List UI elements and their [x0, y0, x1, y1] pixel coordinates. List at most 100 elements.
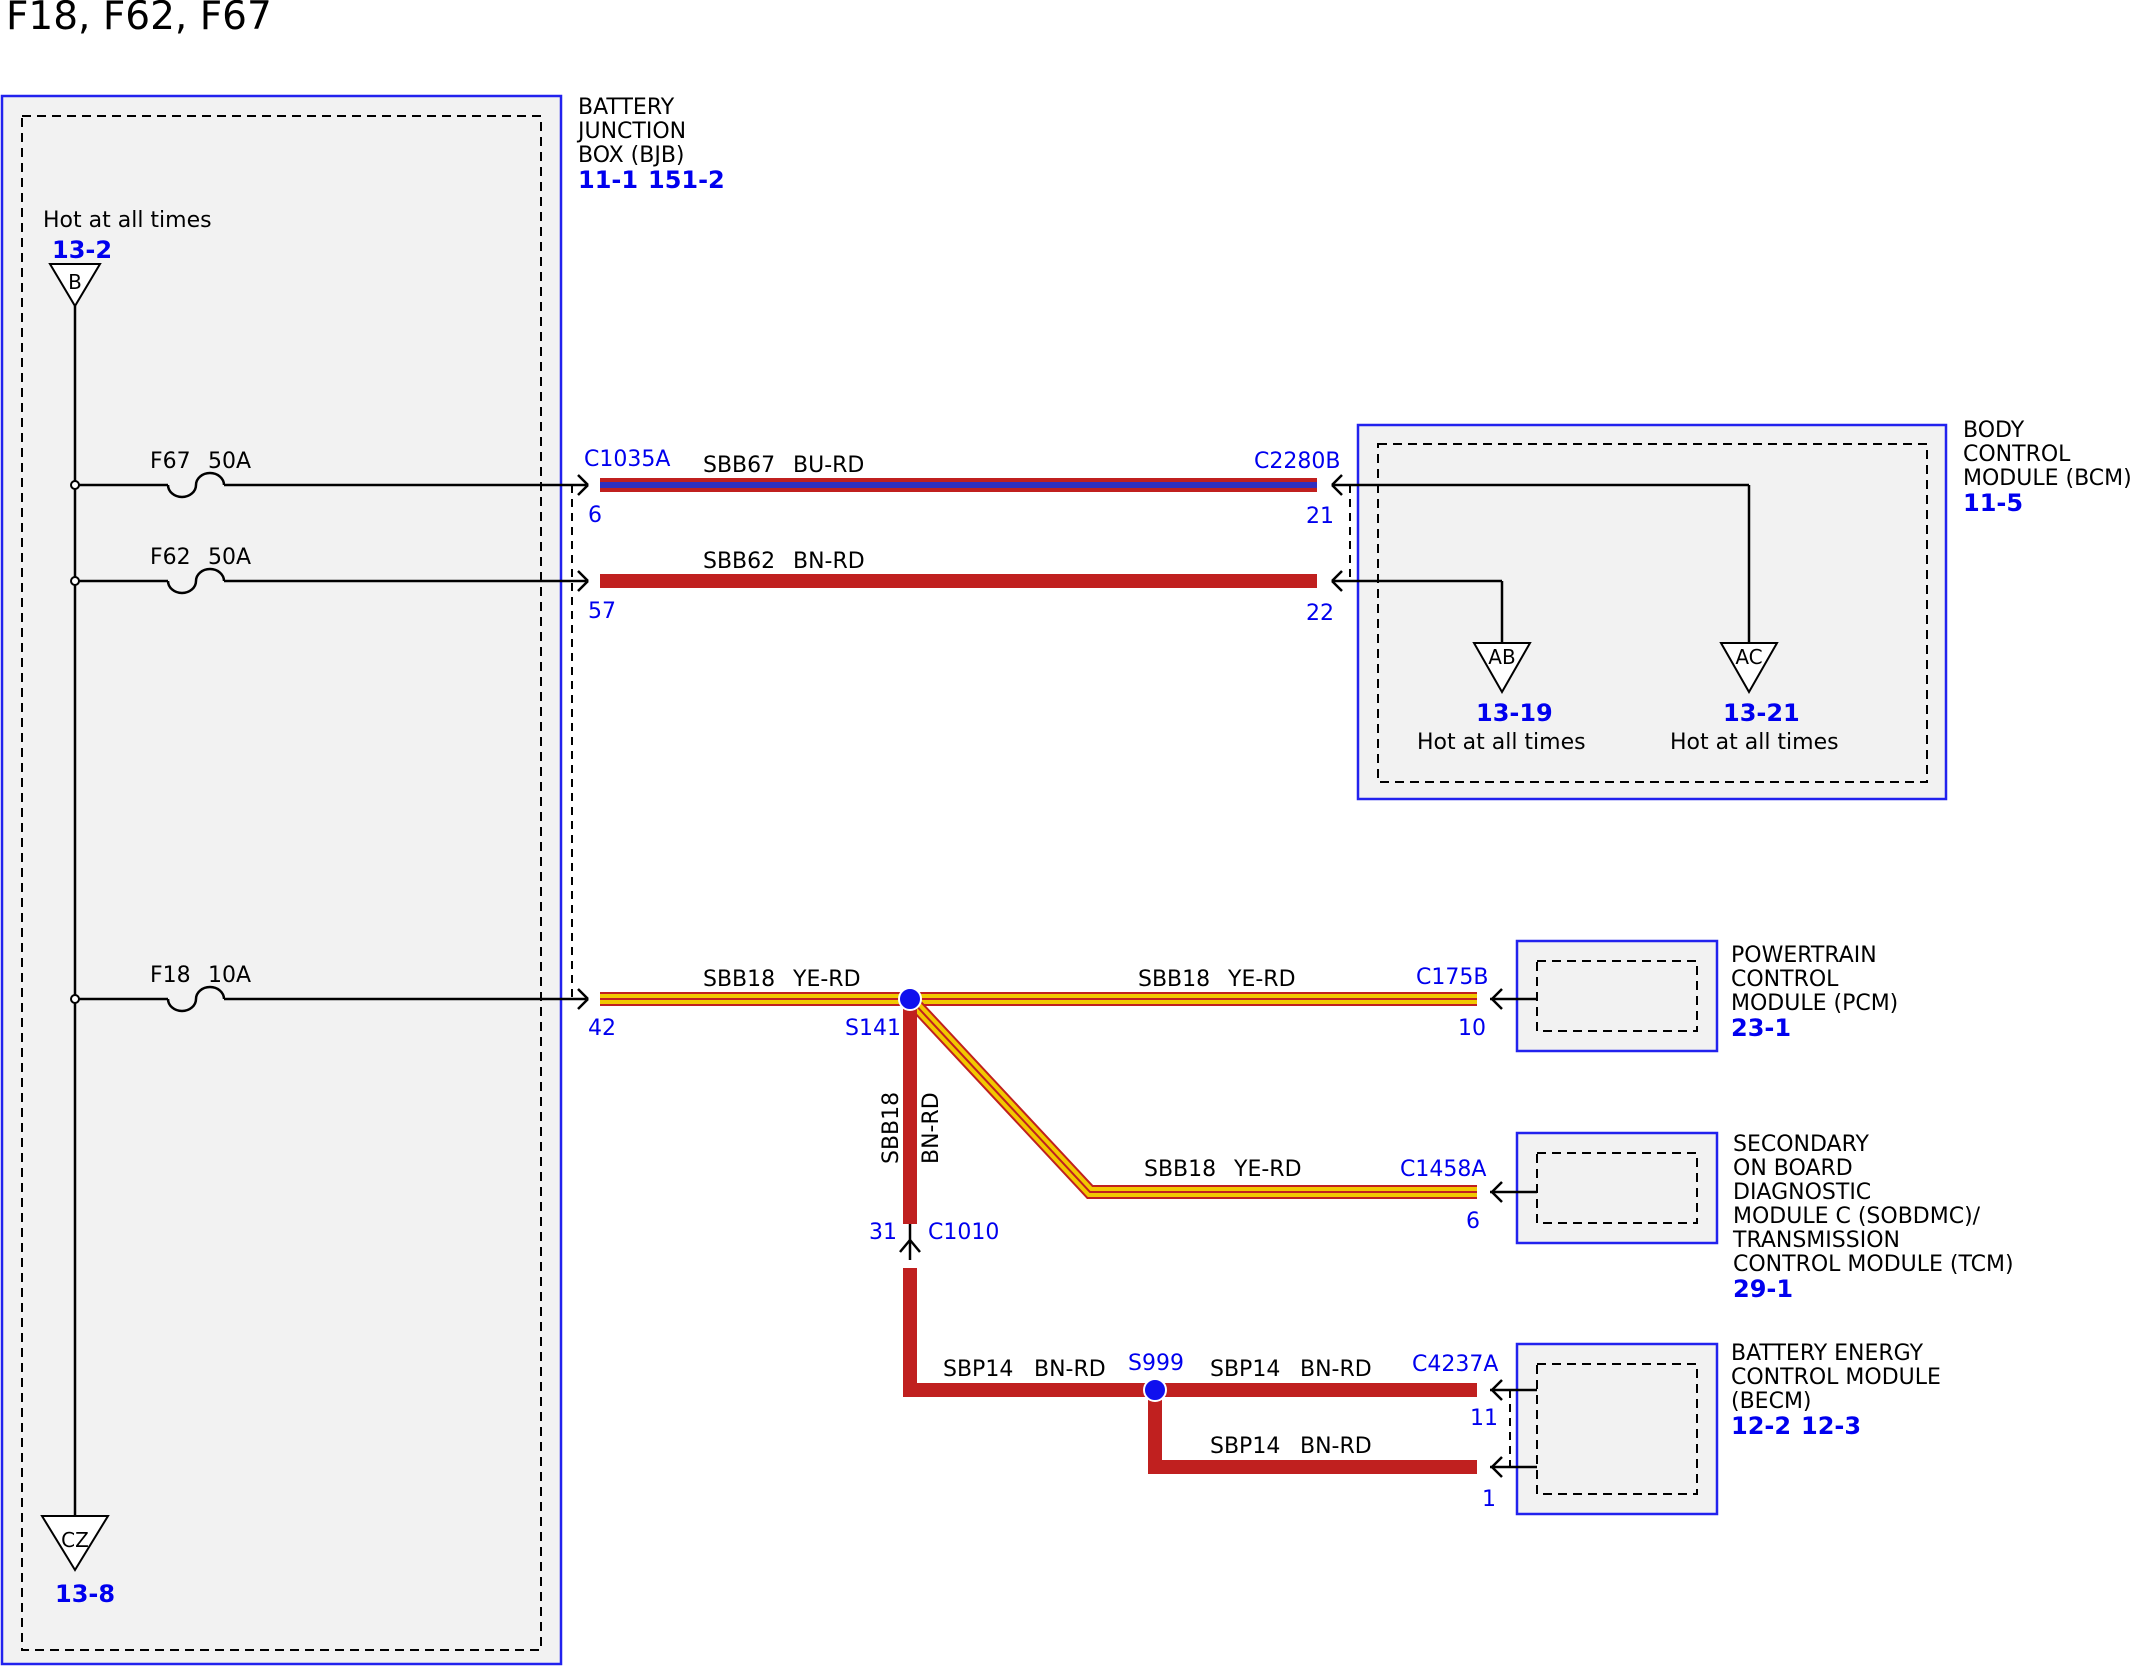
becm-name-line3: (BECM) [1731, 1389, 1812, 1414]
bcm-output-ac-pin: AC [1735, 645, 1762, 669]
bcm-output-ac-ref[interactable]: 13-21 [1723, 699, 1800, 727]
sobdmc-name-line4: MODULE C (SOBDMC)/ [1733, 1204, 1981, 1229]
becm-ref-2[interactable]: 12-3 [1801, 1412, 1861, 1440]
c4237a-pin-1: 1 [1482, 1487, 1496, 1512]
splice-s141-label: S141 [845, 1016, 901, 1041]
bus-node [70, 480, 80, 490]
fuse-f62-line [79, 567, 586, 595]
c1010-pin-31: 31 [869, 1220, 897, 1245]
c1035a-pin-57: 57 [588, 599, 616, 624]
wire-sbb18-c-id: SBB18 [1144, 1157, 1216, 1182]
output-ab-triangle-icon [1472, 642, 1532, 695]
pcm-module: C175B 10 POWERTRAIN CONTROL MODULE (PCM)… [1416, 939, 1898, 1053]
wire-sbp14-c-color: BN-RD [1300, 1434, 1372, 1459]
wire-sbb62[interactable] [600, 574, 1317, 588]
wire-sbb18-branch[interactable] [904, 994, 1477, 1199]
bcm-ref[interactable]: 11-5 [1963, 489, 2023, 517]
wire-sbb67-color: BU-RD [793, 453, 864, 478]
c2280b-pin-22: 22 [1306, 601, 1334, 626]
connector-c4237a-label[interactable]: C4237A [1412, 1352, 1498, 1377]
sobdmc-ref[interactable]: 29-1 [1733, 1275, 1793, 1303]
bcm-output-ac-label: Hot at all times [1670, 730, 1839, 755]
sobdmc-module: C1458A 6 SECONDARY ON BOARD DIAGNOSTIC M… [1400, 1131, 2014, 1303]
bus-node [70, 576, 80, 586]
wire-sbb18-c-color: YE-RD [1233, 1157, 1302, 1182]
fuse-f67-rating: 50A [208, 449, 251, 474]
c4237a-pin-11: 11 [1470, 1406, 1498, 1431]
wire-sbb18-b-id: SBB18 [1138, 967, 1210, 992]
wire-sbb18-v-color: BN-RD [919, 1092, 944, 1164]
connector-c1035a-label[interactable]: C1035A [584, 447, 670, 472]
fuse-f18-id: F18 [150, 963, 191, 988]
connector-c175b-label[interactable]: C175B [1416, 965, 1488, 990]
bjb-ref-2[interactable]: 151-2 [648, 166, 725, 194]
splice-s999-label: S999 [1128, 1351, 1184, 1376]
wire-sbb18-main[interactable] [600, 992, 1477, 1006]
wire-sbp14-a-color: BN-RD [1034, 1357, 1106, 1382]
becm-module: C4237A 11 1 BATTERY ENERGY CONTROL MODUL… [1412, 1341, 1941, 1516]
becm-name-line2: CONTROL MODULE [1731, 1365, 1941, 1390]
splice-s141-icon[interactable] [898, 987, 922, 1011]
bjb-ref-1[interactable]: 11-1 [578, 166, 638, 194]
hot-pin-triangle-icon [48, 263, 102, 308]
c1035a-pin-42: 42 [588, 1016, 616, 1041]
becm-ref-1[interactable]: 12-2 [1731, 1412, 1791, 1440]
connector-arrow-icon [899, 1239, 921, 1253]
connector-c1010: 31 C1010 [869, 1220, 999, 1260]
bcm-name-line2: CONTROL [1963, 442, 2071, 467]
bjb-ground-ref[interactable]: 13-8 [55, 1580, 115, 1608]
wire-sbb18-b-color: YE-RD [1227, 967, 1296, 992]
connector-c1458a-label[interactable]: C1458A [1400, 1157, 1486, 1182]
becm-name-line1: BATTERY ENERGY [1731, 1341, 1924, 1366]
splice-s999-icon[interactable] [1143, 1378, 1167, 1402]
c1458a-pin-6: 6 [1466, 1209, 1480, 1234]
wire-sbb18-v-id: SBB18 [879, 1092, 904, 1164]
pcm-name-line1: POWERTRAIN [1731, 943, 1877, 968]
bjb-name-line3: BOX (BJB) [578, 143, 685, 168]
bcm-output-ab-ref[interactable]: 13-19 [1476, 699, 1553, 727]
bus-node [70, 994, 80, 1004]
pcm-ref[interactable]: 23-1 [1731, 1014, 1791, 1042]
bjb-hot-pin: B [68, 270, 82, 294]
wire-sbb18-vertical[interactable] [903, 1000, 917, 1224]
wire-sbp14-b-id: SBP14 [1210, 1357, 1280, 1382]
pcm-name-line2: CONTROL [1731, 967, 1839, 992]
bjb-module: BATTERY JUNCTION BOX (BJB) 11-1 151-2 Ho… [0, 94, 725, 1666]
bcm-module: BODY CONTROL MODULE (BCM) 11-5 C2280B 21… [1254, 418, 2130, 801]
wire-sbb18-a-id: SBB18 [703, 967, 775, 992]
sobdmc-name-line5: TRANSMISSION [1732, 1228, 1900, 1253]
fuse-f18-line [79, 985, 586, 1013]
wire-sbb62-id: SBB62 [703, 549, 775, 574]
c175b-pin-10: 10 [1458, 1016, 1486, 1041]
wire-sbb67-id: SBB67 [703, 453, 775, 478]
fuse-f67-line [79, 471, 586, 499]
bcm-output-ab-pin: AB [1488, 645, 1515, 669]
wire-sbp14-main[interactable] [903, 1268, 1477, 1397]
sobdmc-name-line1: SECONDARY [1733, 1132, 1869, 1157]
wire-sbb67[interactable] [600, 478, 1317, 492]
wire-sbp14-branch[interactable] [1148, 1390, 1477, 1474]
fuse-f62-rating: 50A [208, 545, 251, 570]
connector-arrow-icon [1331, 474, 1343, 496]
pcm-name-line3: MODULE (PCM) [1731, 991, 1898, 1016]
fuse-f18-rating: 10A [208, 963, 251, 988]
output-ac-triangle-icon [1719, 642, 1779, 695]
c2280b-pin-21: 21 [1306, 504, 1334, 529]
wire-sbp14-b-color: BN-RD [1300, 1357, 1372, 1382]
connector-arrow-icon [1491, 1456, 1503, 1478]
sobdmc-name-line6: CONTROL MODULE (TCM) [1733, 1252, 2014, 1277]
connector-arrow-icon [1491, 1379, 1503, 1401]
bjb-hot-ref[interactable]: 13-2 [52, 236, 112, 264]
fuse-f67-id: F67 [150, 449, 191, 474]
sobdmc-name-line3: DIAGNOSTIC [1733, 1180, 1871, 1205]
sobdmc-name-line2: ON BOARD [1733, 1156, 1853, 1181]
connector-c2280b-label[interactable]: C2280B [1254, 449, 1340, 474]
connector-c1035a: C1035A 6 57 42 [571, 447, 670, 1041]
wire-sbp14-c-id: SBP14 [1210, 1434, 1280, 1459]
ground-pin-triangle-icon [40, 1515, 110, 1572]
wire-sbb62-color: BN-RD [793, 549, 865, 574]
connector-c1010-label[interactable]: C1010 [928, 1220, 999, 1245]
fuse-f62-id: F62 [150, 545, 191, 570]
bjb-ground-pin: CZ [61, 1528, 89, 1552]
bcm-output-ab-label: Hot at all times [1417, 730, 1586, 755]
